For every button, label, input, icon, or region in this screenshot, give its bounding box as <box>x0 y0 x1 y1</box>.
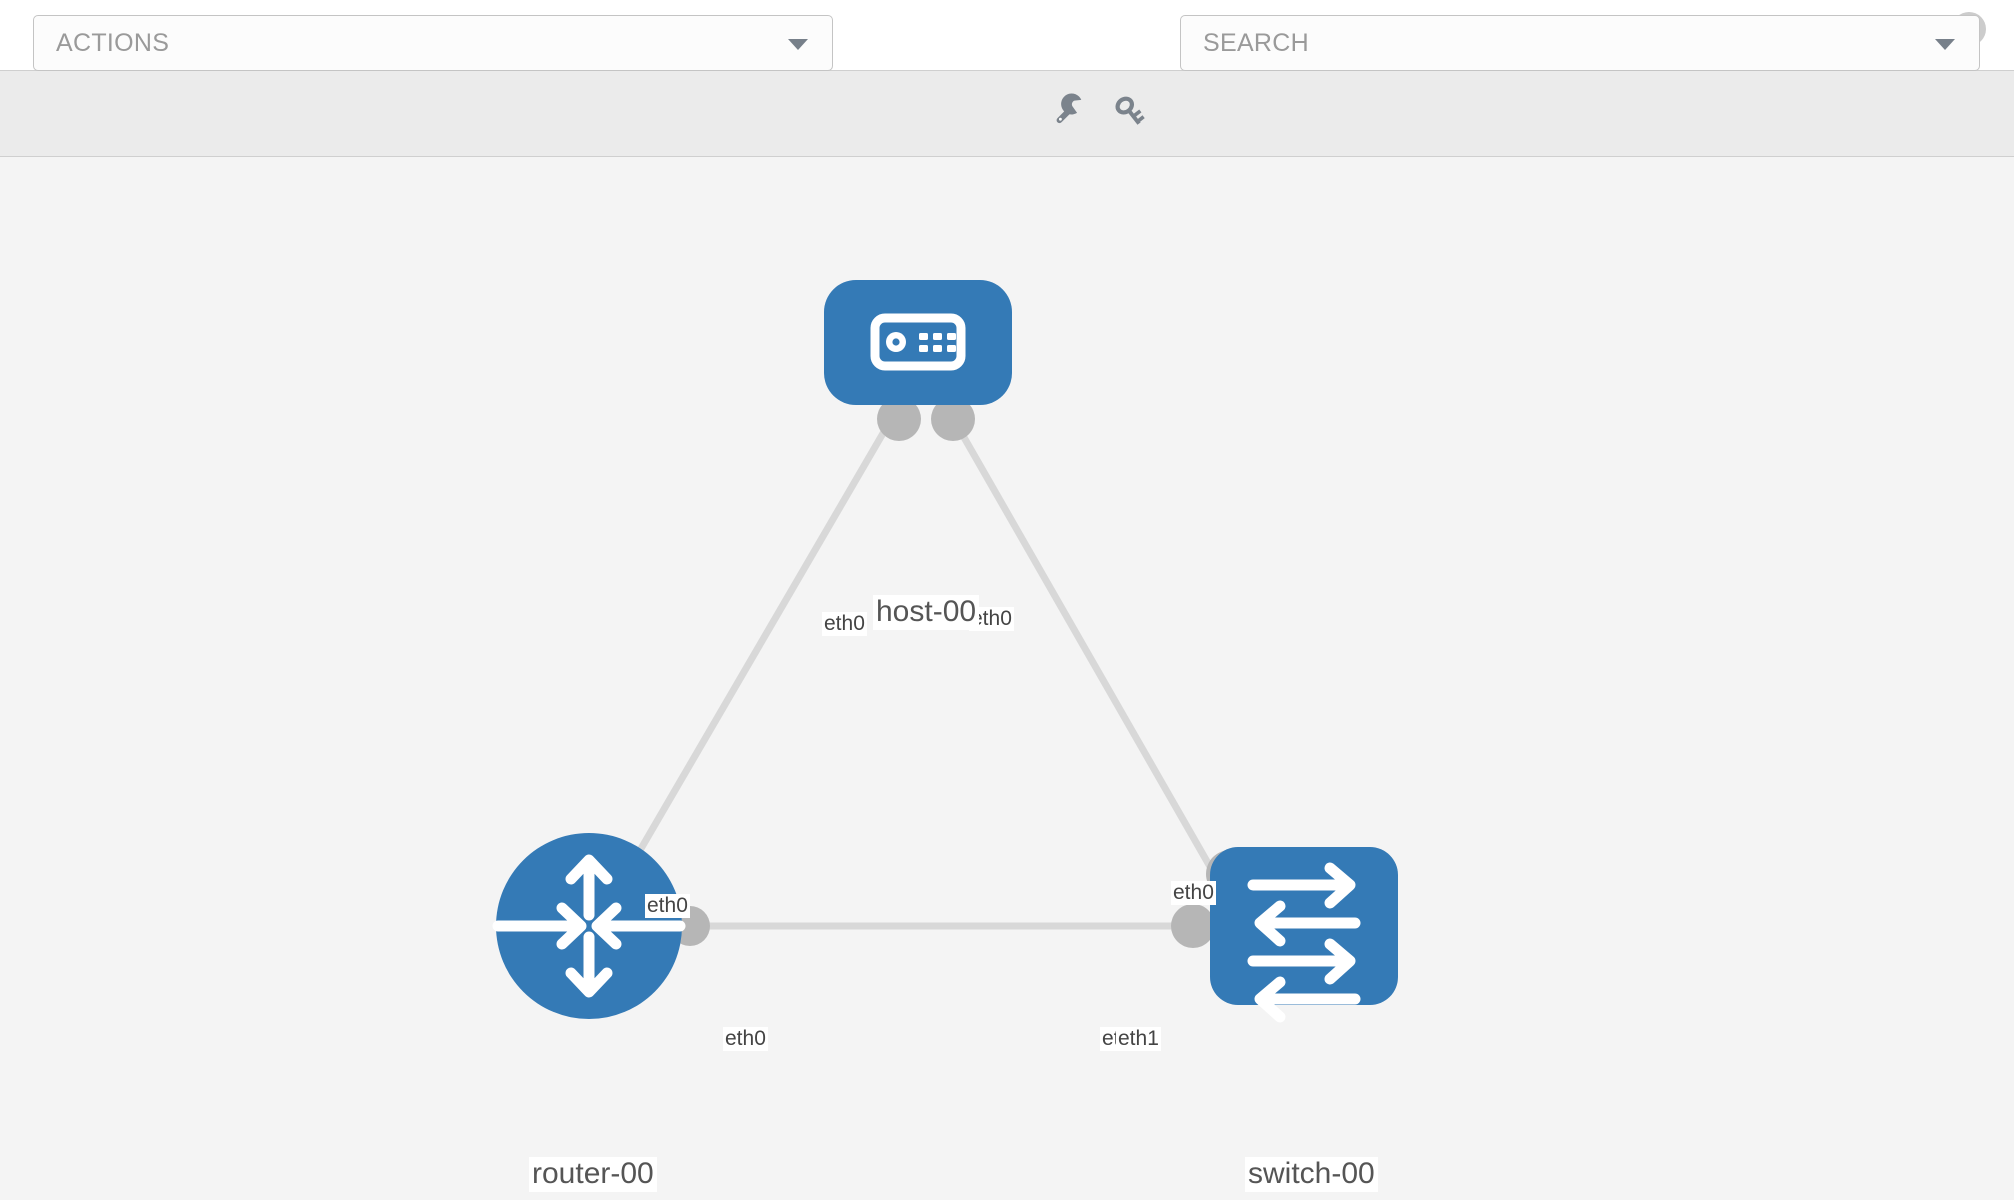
search-placeholder: SEARCH <box>1203 28 1309 57</box>
node-router-00[interactable] <box>492 833 686 1019</box>
connector-host-left <box>877 397 921 441</box>
link-connectors <box>670 397 1254 948</box>
actions-dropdown-label: ACTIONS <box>56 28 170 57</box>
iface-label: eth0 <box>1171 881 1216 906</box>
iface-label: eth0 <box>822 612 867 637</box>
key-icon[interactable] <box>1113 88 1153 128</box>
iface-label: eth1 <box>1116 1027 1161 1052</box>
wrench-icon[interactable] <box>1048 88 1088 128</box>
link-host-router <box>596 397 907 921</box>
router-arrows-icon <box>492 854 686 998</box>
connector-host-right <box>931 397 975 441</box>
chevron-down-icon <box>788 39 808 50</box>
iface-label: eth0 <box>645 894 690 919</box>
toolbar <box>0 70 2014 157</box>
topology-canvas[interactable]: eth0 eth0 eth0 eth0 eth0 eth eth1 host-0… <box>0 157 2014 1200</box>
iface-label: eth0 <box>723 1027 768 1052</box>
node-label-switch: switch-00 <box>1245 1157 1378 1192</box>
link-host-switch <box>938 397 1244 921</box>
chevron-down-icon <box>1935 39 1955 50</box>
link-edges <box>596 397 1244 930</box>
server-icon <box>870 313 966 371</box>
search-input[interactable]: SEARCH <box>1180 15 1980 71</box>
node-host-00[interactable] <box>824 280 1012 405</box>
switch-arrows-icon <box>1247 862 1361 1023</box>
node-switch-00[interactable] <box>1210 847 1398 1023</box>
node-label-host: host-00 <box>873 595 980 630</box>
node-label-router: router-00 <box>529 1157 657 1192</box>
topology-graph <box>492 280 1398 1023</box>
actions-dropdown[interactable]: ACTIONS <box>33 15 833 71</box>
connector-switch-left <box>1171 904 1215 948</box>
